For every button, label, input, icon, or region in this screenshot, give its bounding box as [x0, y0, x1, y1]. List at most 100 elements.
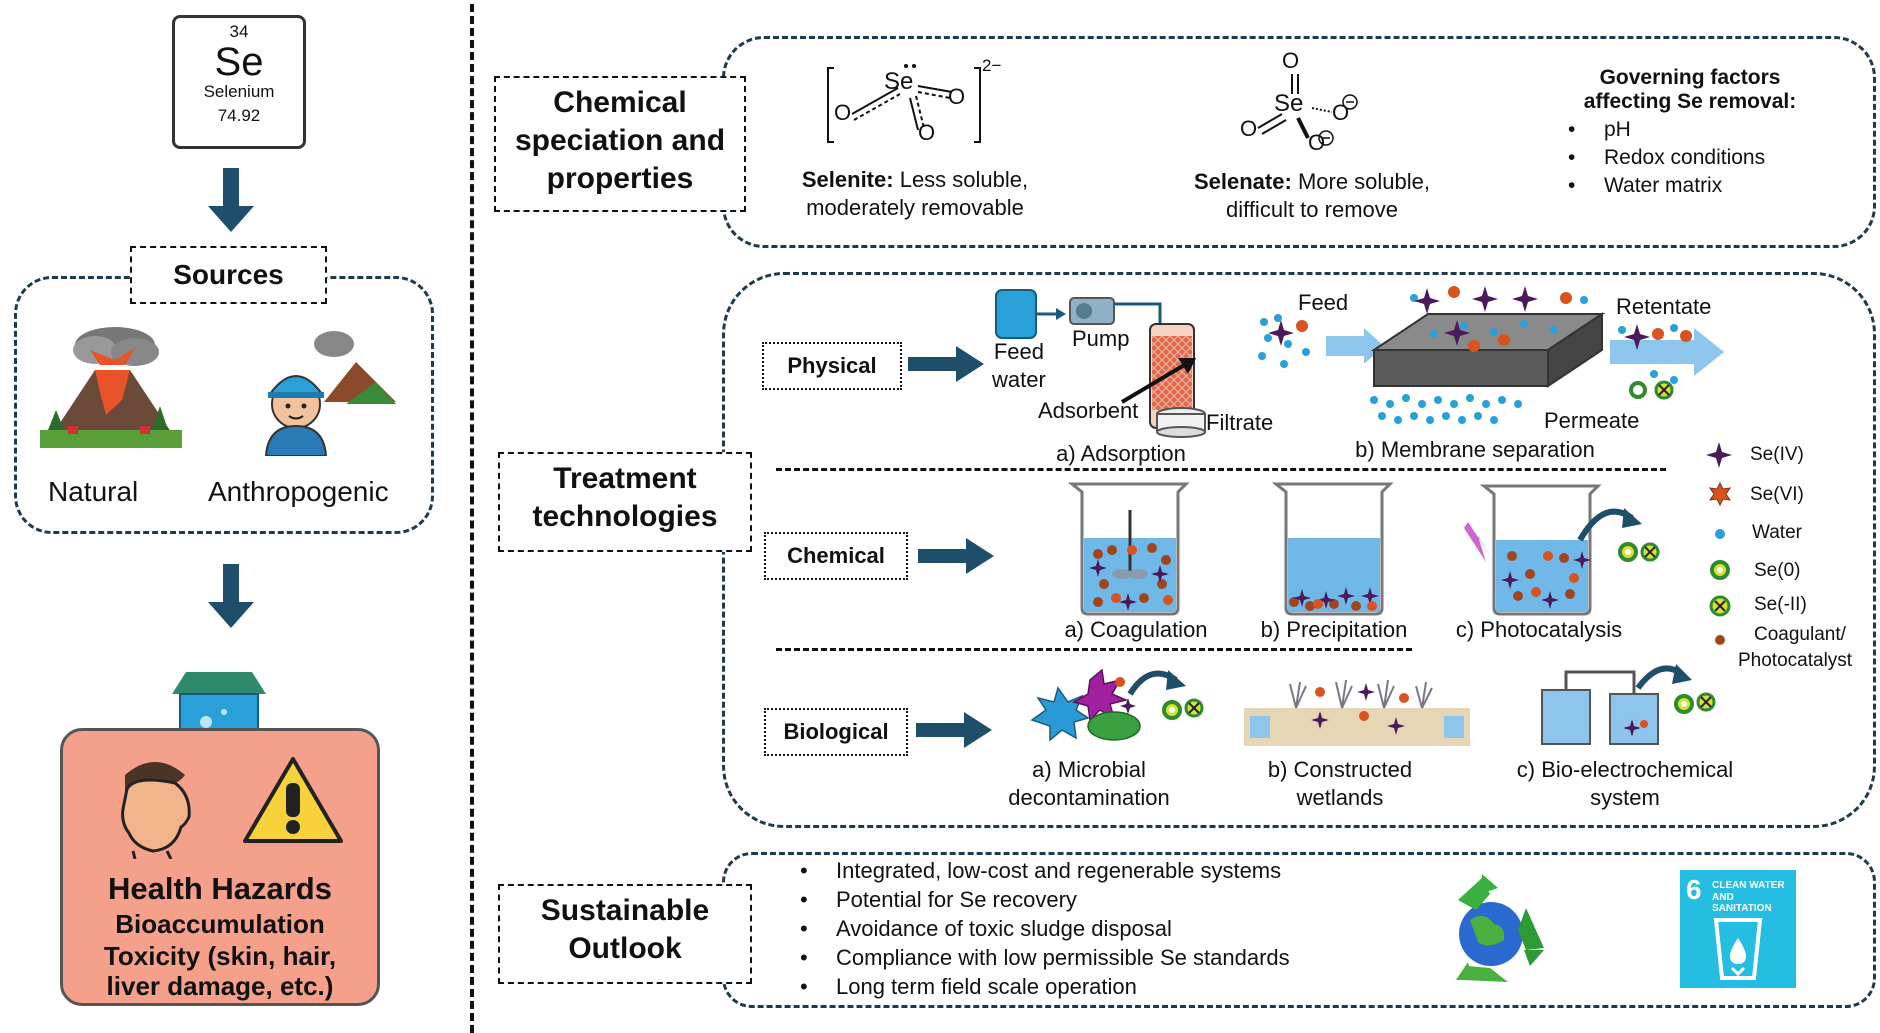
list-item: pH: [1568, 116, 1860, 144]
membrane-caption: b) Membrane separation: [1355, 437, 1595, 462]
coagulation-caption: a) Coagulation: [1064, 617, 1208, 642]
membrane-icon: [1258, 286, 1724, 424]
legend-label: Se(0): [1754, 560, 1801, 581]
outlook-title: Sustainable Outlook: [498, 884, 752, 984]
element-name: Selenium: [203, 82, 275, 101]
water-glass-icon: [1713, 918, 1763, 980]
column-divider: [470, 4, 474, 1033]
selenite-o-right: O: [948, 84, 966, 109]
row-separator: [776, 648, 1412, 651]
right-arrow-icon: [918, 538, 994, 574]
selenite-se: Se: [884, 68, 914, 95]
sdg-line-2: AND SANITATION: [1712, 892, 1772, 914]
speciation-title: Chemical speciation and properties: [494, 76, 746, 212]
brown-dot-icon: [1715, 635, 1725, 645]
adsorbent-label: Adsorbent: [1038, 398, 1139, 423]
bioelectrochemical-icon: [1541, 664, 1716, 745]
selenite-structure-icon: [827, 64, 981, 143]
factors-title-2: affecting Se removal:: [1583, 90, 1797, 113]
selenate-o-bottom: O: [1308, 130, 1326, 155]
wetland-icon: [1244, 679, 1470, 746]
treatment-title: Treatment technologies: [498, 452, 752, 552]
selenite-o-left: O: [834, 100, 852, 125]
star4-icon: [1706, 442, 1732, 468]
list-item: Long term field scale operation: [800, 972, 1290, 1001]
right-arrow-icon: [908, 346, 984, 382]
health-title: Health Hazards: [108, 871, 332, 906]
permeate-label: Permeate: [1544, 408, 1640, 433]
selenite-o-bottom: O: [918, 120, 936, 145]
selenate-o-right: O: [1332, 100, 1350, 125]
photocatalysis-beaker-icon: [1464, 484, 1660, 616]
chemical-label: Chemical: [764, 532, 908, 580]
recycle-globe-icon: [1456, 874, 1544, 982]
health-line-2: Toxicity (skin, hair,: [103, 941, 337, 971]
person-head-icon: [121, 762, 191, 859]
outlook-list: Integrated, low-cost and regenerable sys…: [800, 856, 1290, 1001]
biological-label: Biological: [764, 708, 908, 756]
legend-label: Photocatalyst: [1738, 650, 1853, 671]
selenate-o-left: O: [1240, 116, 1258, 141]
cross-circle-icon: [1709, 595, 1731, 617]
right-arrow-icon: [916, 712, 992, 748]
feed-label: Feed: [1298, 290, 1349, 315]
factors-list: pH Redox conditions Water matrix: [1568, 116, 1860, 200]
microbial-caption: a) Microbial decontamination: [1008, 757, 1170, 810]
list-item: Integrated, low-cost and regenerable sys…: [800, 856, 1290, 885]
legend-label: Se(IV): [1750, 444, 1804, 465]
down-arrow-icon: [208, 168, 254, 232]
legend-label: Water: [1752, 522, 1802, 543]
atomic-number: 34: [229, 22, 249, 41]
wetland-caption: b) Constructed wetlands: [1267, 757, 1413, 810]
filtrate-label: Filtrate: [1206, 410, 1274, 435]
factors-title-1: Governing factors: [1599, 66, 1781, 89]
selenate-se: Se: [1274, 90, 1304, 117]
photocatalysis-caption: c) Photocatalysis: [1455, 617, 1623, 642]
list-item: Water matrix: [1568, 172, 1860, 200]
star-burst-icon: [1708, 482, 1732, 506]
sdg-number: 6: [1686, 874, 1702, 905]
element-tile: 34 Se Selenium 74.92: [172, 15, 306, 149]
selenite-charge: 2−: [982, 56, 1002, 75]
sources-title: Sources: [130, 246, 327, 304]
worker-icon: [264, 331, 396, 456]
warning-icon: [243, 757, 343, 843]
health-panel: Health Hazards Bioaccumulation Toxicity …: [60, 728, 380, 1006]
legend-label: Se(VI): [1750, 484, 1804, 505]
row-separator: [776, 468, 1666, 471]
pump-label: Pump: [1072, 326, 1130, 351]
down-arrow-icon: [208, 564, 254, 628]
sdg-line-1: CLEAN WATER: [1712, 880, 1785, 891]
list-item: Compliance with low permissible Se stand…: [800, 943, 1290, 972]
dot-icon: [1715, 529, 1725, 539]
filtrate-beaker-icon: [1156, 407, 1206, 438]
adsorption-column-icon: [995, 289, 1195, 430]
selenite-caption: Selenite: Less soluble, moderately remov…: [801, 167, 1029, 220]
atomic-mass: 74.92: [217, 106, 261, 125]
ring-icon: [1710, 560, 1730, 580]
legend-label: Coagulant/: [1754, 624, 1846, 645]
precipitation-beaker-icon: [1272, 482, 1394, 616]
feed-water-label: Feed water: [992, 339, 1046, 392]
list-item: Redox conditions: [1568, 144, 1860, 172]
coagulation-beaker-icon: [1068, 482, 1190, 616]
selenate-caption: Selenate: More soluble, difficult to rem…: [1193, 169, 1431, 222]
natural-label: Natural: [48, 476, 139, 507]
volcano-icon: [40, 327, 182, 448]
adsorption-caption: a) Adsorption: [1056, 441, 1186, 466]
bes-caption: c) Bio-electrochemical system: [1516, 757, 1734, 810]
legend: Se(IV) Se(VI) Water Se(0) Se(-II) Coagul…: [1700, 436, 1870, 676]
element-symbol: Se: [214, 40, 264, 84]
selenate-o-top: O: [1282, 48, 1300, 73]
precipitation-caption: b) Precipitation: [1260, 617, 1408, 642]
physical-label: Physical: [762, 342, 902, 390]
retentate-label: Retentate: [1616, 294, 1712, 319]
governing-factors: Governing factors affecting Se removal: …: [1560, 66, 1860, 200]
list-item: Avoidance of toxic sludge disposal: [800, 914, 1290, 943]
legend-label: Se(-II): [1754, 594, 1807, 615]
health-line-3: liver damage, etc.): [106, 971, 334, 1001]
anthropogenic-label: Anthropogenic: [208, 476, 389, 507]
selenate-structure-icon: [1257, 74, 1358, 146]
pointer-arrow-icon: [1120, 358, 1196, 404]
sdg6-badge: 6 CLEAN WATER AND SANITATION: [1680, 870, 1796, 988]
